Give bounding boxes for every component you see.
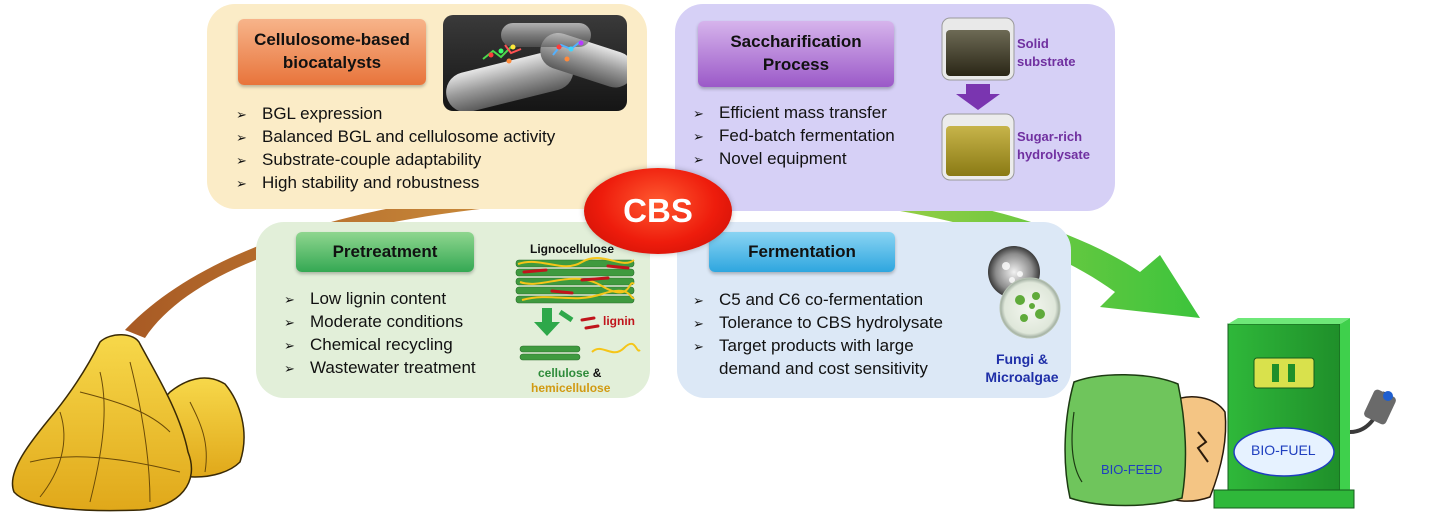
list-item: ➢Low lignin content <box>284 287 476 310</box>
cellulosome-title-line1: Cellulosome-based <box>254 30 410 49</box>
cellulose-hemicellulose-label: cellulose & <box>538 366 601 380</box>
arrow-bullet-icon: ➢ <box>693 316 704 331</box>
arrow-bullet-icon: ➢ <box>236 130 247 145</box>
cellulosome-title-line2: biocatalysts <box>282 53 382 72</box>
arrow-bullet-icon: ➢ <box>284 338 295 353</box>
pretreatment-list: ➢Low lignin content ➢Moderate conditions… <box>284 287 476 379</box>
arrow-bullet-icon: ➢ <box>693 339 704 354</box>
cellulose-label: cellulose <box>538 366 590 380</box>
saccharification-list: ➢Efficient mass transfer ➢Fed-batch ferm… <box>693 101 895 170</box>
arrow-bullet-icon: ➢ <box>284 315 295 330</box>
microorganisms-image <box>988 246 1061 339</box>
solid-substrate-label: Solid substrate <box>1017 36 1076 69</box>
arrow-bullet-icon: ➢ <box>693 293 704 308</box>
arrow-bullet-icon: ➢ <box>693 152 704 167</box>
arrow-bullet-icon: ➢ <box>284 292 295 307</box>
hemicellulose-label: hemicellulose <box>531 381 611 395</box>
microscopy-image <box>443 15 627 111</box>
list-item: ➢BGL expression <box>236 102 555 125</box>
list-item: ➢Efficient mass transfer <box>693 101 895 124</box>
beakers-illustration <box>941 17 1015 181</box>
list-item: ➢High stability and robustness <box>236 171 555 194</box>
list-item: ➢C5 and C6 co-fermentation <box>693 288 943 311</box>
list-item: ➢Balanced BGL and cellulosome activity <box>236 125 555 148</box>
list-item: ➢Moderate conditions <box>284 310 476 333</box>
list-item: ➢Substrate-couple adaptability <box>236 148 555 171</box>
list-item: ➢Wastewater treatment <box>284 356 476 379</box>
list-item: ➢demand and cost sensitivity <box>719 359 928 378</box>
cellulosome-list: ➢BGL expression ➢Balanced BGL and cellul… <box>236 102 555 194</box>
pretreatment-title: Pretreatment <box>296 232 474 272</box>
amp-label: & <box>592 366 602 380</box>
fuel-pump-illustration <box>1213 318 1396 509</box>
lignocellulose-diagram <box>515 257 641 361</box>
cbs-ellipse: CBS <box>584 168 732 254</box>
list-item: ➢Chemical recycling <box>284 333 476 356</box>
fermentation-list: ➢C5 and C6 co-fermentation ➢Tolerance to… <box>693 288 943 380</box>
cellulosome-title: Cellulosome-based biocatalysts <box>238 19 426 85</box>
saccharification-title-line2: Process <box>762 55 830 74</box>
arrow-bullet-icon: ➢ <box>284 361 295 376</box>
arrow-bullet-icon: ➢ <box>236 107 247 122</box>
lignin-label: lignin <box>603 314 635 328</box>
arrow-bullet-icon: ➢ <box>693 106 704 121</box>
list-item: ➢Target products with large <box>693 334 943 357</box>
list-item: ➢Fed-batch fermentation <box>693 124 895 147</box>
list-item: ➢Tolerance to CBS hydrolysate <box>693 311 943 334</box>
arrow-bullet-icon: ➢ <box>236 153 247 168</box>
bio-feed-bag-illustration <box>1064 373 1227 507</box>
saccharification-title-line1: Saccharification <box>730 32 862 51</box>
sugar-hydrolysate-label: Sugar-rich hydrolysate <box>1017 129 1090 162</box>
arrow-bullet-icon: ➢ <box>693 129 704 144</box>
arrow-bullet-icon: ➢ <box>236 176 247 191</box>
straw-pile-illustration <box>11 334 245 512</box>
bio-feed-label: BIO-FEED <box>1101 462 1163 477</box>
fermentation-title: Fermentation <box>709 232 895 272</box>
fungi-microalgae-label: Fungi & Microalgae <box>985 351 1059 385</box>
list-item: ➢Novel equipment <box>693 147 895 170</box>
lignocellulose-label: Lignocellulose <box>530 242 615 256</box>
bio-fuel-label: BIO-FUEL <box>1251 442 1316 458</box>
saccharification-title: Saccharification Process <box>698 21 894 87</box>
